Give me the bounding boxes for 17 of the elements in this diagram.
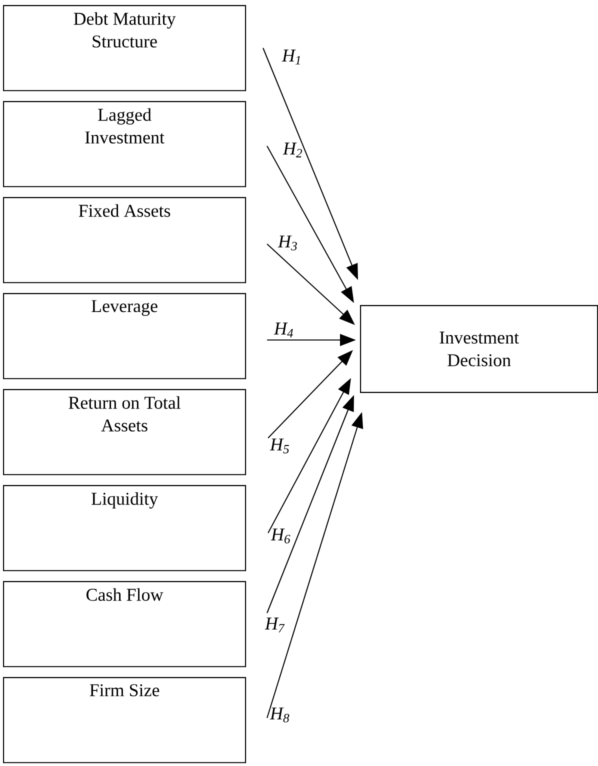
edge-label: H$_{1}$ — [282, 50, 300, 64]
edge-label: H$_{2}$ — [282, 142, 302, 158]
edge-label: H$_{3}$ — [278, 236, 297, 250]
variable-box: Lagged Investment — [3, 101, 246, 188]
edge-label: H$_{7}$ — [264, 618, 285, 632]
edge-label: H$_{8}$ — [270, 708, 290, 722]
edge-label: H$_{5}$ — [270, 438, 289, 454]
variable-box: Investment Decision — [360, 305, 598, 393]
variable-box: Leverage — [3, 293, 246, 380]
variable-box: Fixed Assets — [3, 197, 246, 284]
edge-label: H$_{6}$ — [270, 528, 290, 544]
variable-box: Firm Size — [3, 677, 246, 764]
variable-box: Cash Flow — [3, 581, 246, 668]
variable-box: Liquidity — [3, 485, 246, 572]
variable-box: Return on Total Assets — [3, 389, 246, 476]
variable-box: Debt Maturity Structure — [3, 5, 246, 92]
edge-label: H$_{4}$ — [274, 322, 294, 338]
